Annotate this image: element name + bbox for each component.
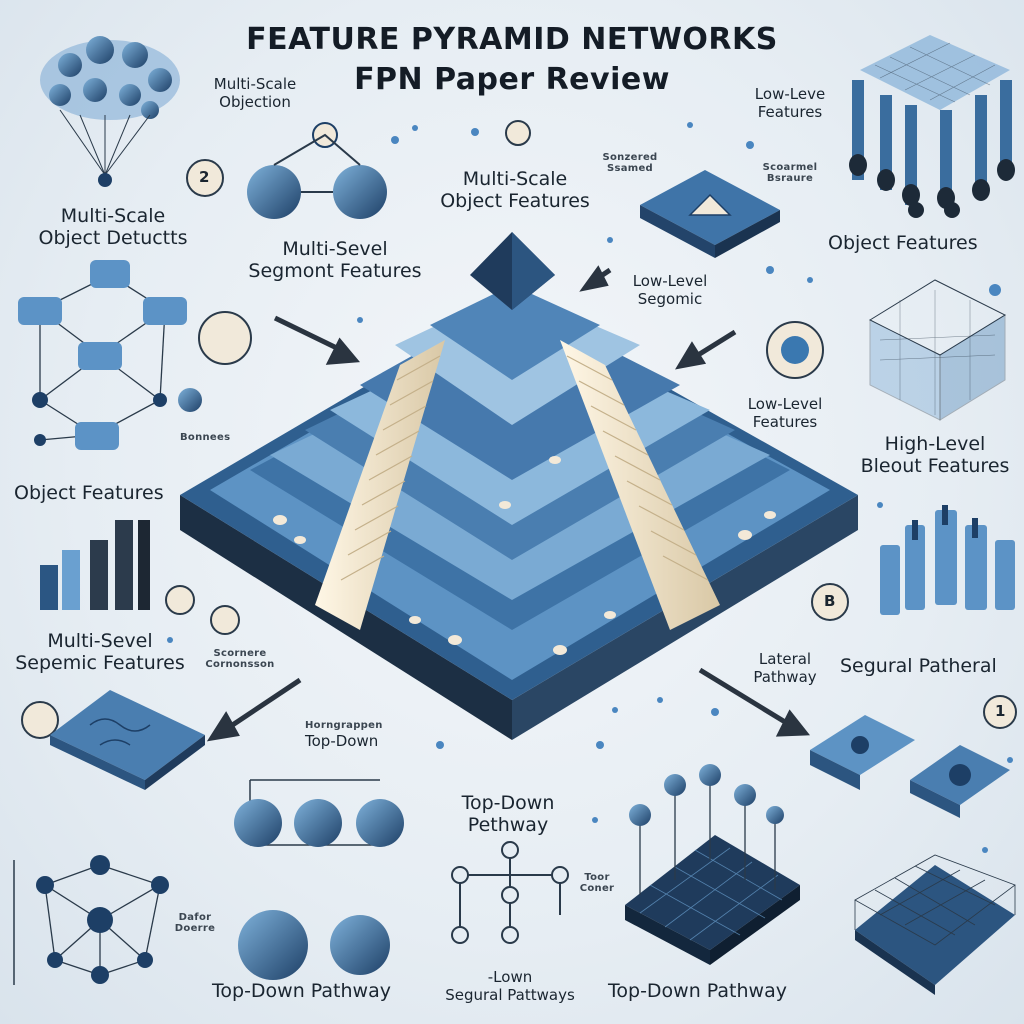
tile-top-center-right <box>640 170 780 258</box>
label-top-down-short: Top-Down <box>305 732 379 750</box>
tree-graphic <box>451 841 569 944</box>
network-graphic-top-left <box>40 36 180 187</box>
molecule-graphic <box>13 855 169 985</box>
bar-icon-left <box>40 520 150 610</box>
badge-2: 2 <box>199 168 210 186</box>
label-horngrappen: Horngrappen <box>305 720 383 731</box>
title-line-2: FPN Paper Review <box>354 62 670 97</box>
label-object-features-left: Object Features <box>14 482 164 504</box>
label-segural-patheral: Segural Patheral <box>840 655 997 677</box>
label-object-features-right: Object Features <box>828 232 978 254</box>
badge-1: 1 <box>995 702 1006 720</box>
label-bonnees: Bonnees <box>180 432 231 443</box>
wireframe-board <box>854 854 1016 995</box>
pathway-arrows <box>206 265 811 742</box>
label-top-down-pathway-right: Top-Down Pathway <box>608 980 787 1002</box>
scatter-decor <box>167 122 1013 853</box>
left-staircase <box>315 340 445 630</box>
wire-cube-right <box>868 279 1007 421</box>
right-staircase <box>560 340 720 630</box>
sphere-pair-graphic <box>247 122 387 219</box>
pillar-array-mid-right <box>880 505 1015 615</box>
feature-pyramid <box>180 232 858 740</box>
grid-board-bottom <box>625 764 800 965</box>
label-top-down-pathway-left: Top-Down Pathway <box>212 980 391 1002</box>
hex-network-left <box>18 260 202 450</box>
tile-bottom-left <box>50 690 205 790</box>
pillar-array-top-right <box>849 35 1015 218</box>
sphere-row <box>234 779 404 980</box>
tile-pair-right <box>810 715 1010 818</box>
badge-b: B <box>824 592 836 610</box>
title-line-1: FEATURE PYRAMID NETWORKS <box>246 22 778 57</box>
badge-circles <box>21 120 1017 739</box>
